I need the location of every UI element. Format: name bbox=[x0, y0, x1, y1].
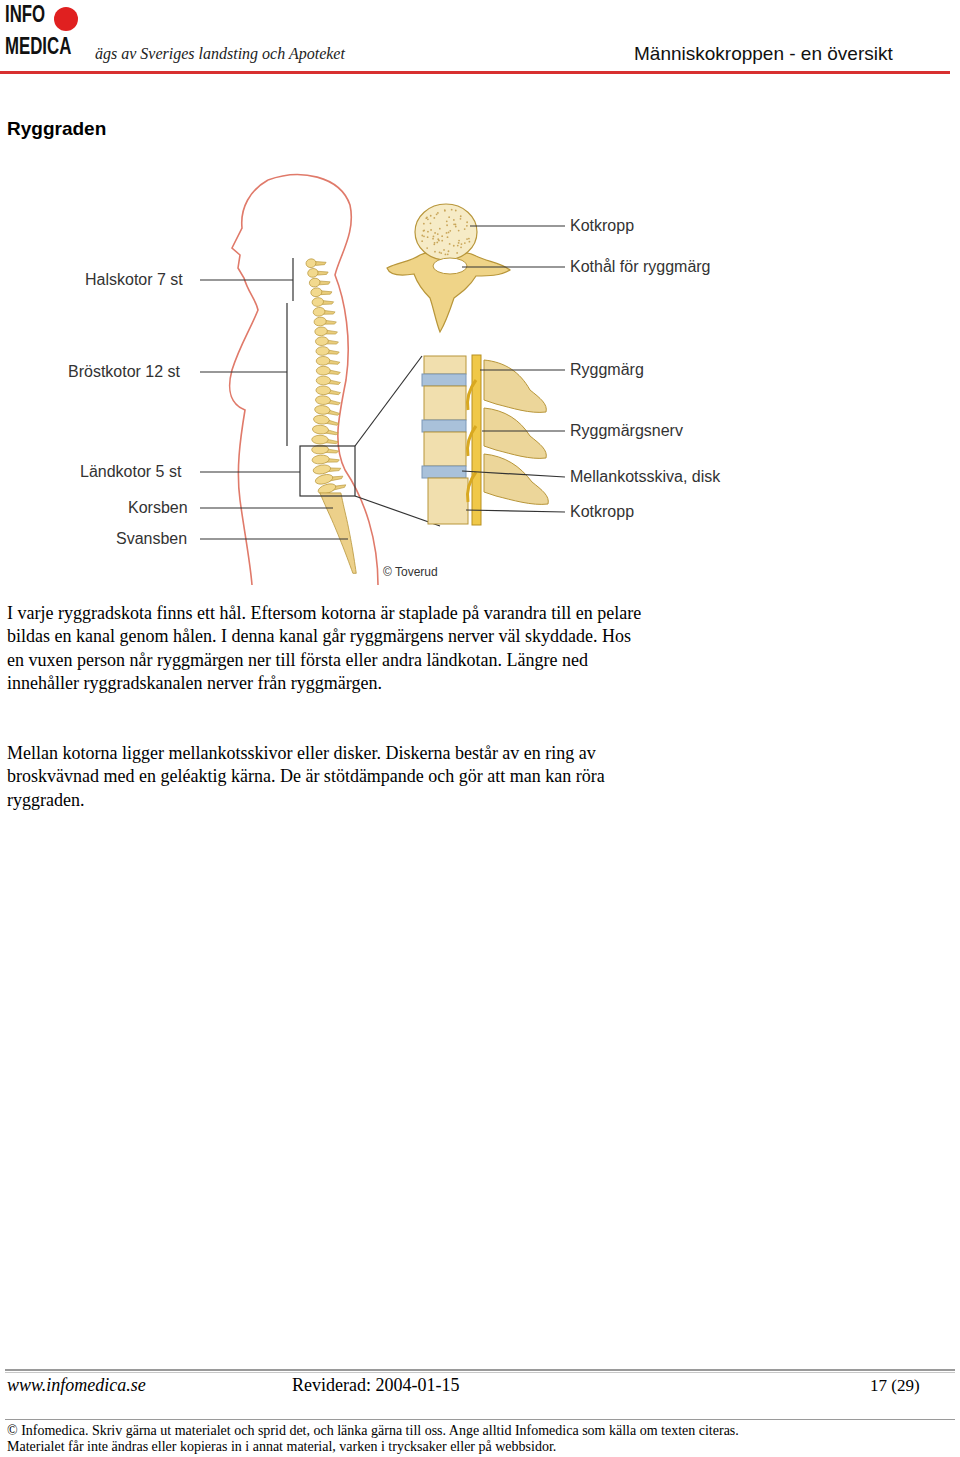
part-label: Kotkropp bbox=[570, 503, 634, 521]
header-text: Människokroppen - en översikt bbox=[634, 43, 893, 65]
part-label: Korsben bbox=[128, 499, 188, 517]
part-label: Kotkropp bbox=[570, 217, 634, 235]
footer-rule bbox=[5, 1419, 955, 1420]
vertebra-top-view bbox=[387, 204, 510, 332]
lumbar-section bbox=[422, 355, 548, 525]
page-number: 17 (29) bbox=[870, 1376, 920, 1396]
part-label: Mellankotsskiva, disk bbox=[570, 468, 720, 486]
body-paragraph: Mellan kotorna ligger mellankotsskivor e… bbox=[7, 742, 647, 812]
footer-note: Materialet får inte ändras eller kopiera… bbox=[7, 1439, 556, 1455]
leader-lines bbox=[200, 258, 440, 539]
part-label: Ländkotor 5 st bbox=[80, 463, 181, 481]
logo-dot bbox=[54, 7, 78, 31]
part-label: Halskotor 7 st bbox=[85, 271, 183, 289]
logo-text: INFO bbox=[5, 0, 45, 28]
footer-rule bbox=[5, 1372, 955, 1373]
leader-lines bbox=[462, 226, 565, 512]
spine bbox=[305, 256, 356, 575]
footer-text: Reviderad: 2004-01-15 bbox=[292, 1375, 459, 1396]
header-text: ägs av Sveriges landsting och Apoteket bbox=[95, 45, 345, 63]
part-label: Ryggmärg bbox=[570, 361, 644, 379]
part-label: Bröstkotor 12 st bbox=[68, 363, 180, 381]
logo-text: MEDICA bbox=[5, 32, 71, 60]
part-label: Kothål för ryggmärg bbox=[570, 258, 711, 276]
part-label: Ryggmärgsnerv bbox=[570, 422, 683, 440]
footer-note: © Infomedica. Skriv gärna ut materialet … bbox=[7, 1423, 739, 1439]
body-outline bbox=[230, 175, 378, 585]
part-label: Svansben bbox=[116, 530, 187, 548]
footer-text: www.infomedica.se bbox=[7, 1375, 146, 1396]
page-title: Ryggraden bbox=[7, 118, 106, 140]
body-paragraph: I varje ryggradskota finns ett hål. Efte… bbox=[7, 602, 647, 695]
footer-rule bbox=[5, 1369, 955, 1371]
copyright-mark: © Toverud bbox=[383, 566, 438, 580]
header-rule bbox=[0, 71, 950, 74]
